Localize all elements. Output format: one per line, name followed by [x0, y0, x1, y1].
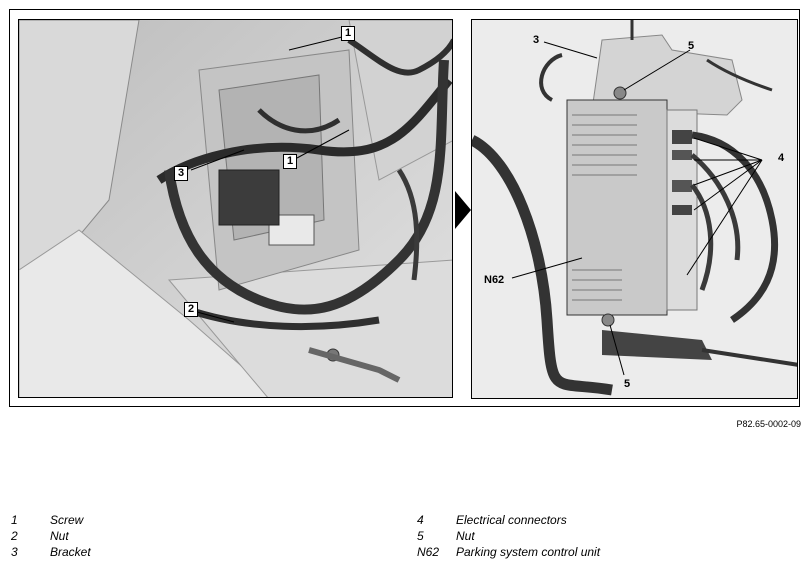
legend-key: 2	[11, 529, 18, 543]
legend-item: 2 Nut	[11, 529, 391, 544]
callout-2: 2	[184, 302, 199, 317]
legend-desc: Bracket	[50, 545, 91, 559]
legend-item: 1 Screw	[11, 513, 391, 528]
legend-item: 4 Electrical connectors	[417, 513, 807, 528]
callout-3: 3	[174, 166, 189, 181]
legend-key: N62	[417, 545, 440, 559]
callout-3-right: 3	[533, 34, 540, 46]
legend-key: 4	[417, 513, 424, 527]
legend-key: 5	[417, 529, 424, 543]
legend-item: 5 Nut	[417, 529, 807, 544]
legend-desc: Nut	[50, 529, 69, 543]
legend-key: 3	[11, 545, 18, 559]
left-photo-illustration	[19, 20, 452, 397]
right-photo-illustration	[472, 20, 797, 398]
callout-5-bottom: 5	[624, 378, 631, 390]
left-photo-panel: 1 1 3 2	[18, 19, 453, 398]
callout-4: 4	[778, 152, 785, 164]
callout-n62: N62	[484, 274, 505, 286]
figure-id: P82.65-0002-09	[736, 419, 801, 429]
arrow-right-icon	[455, 191, 471, 229]
figure-frame	[9, 9, 800, 407]
callout-1-top: 1	[341, 26, 356, 41]
right-photo-panel: 3 5 4 N62 5	[471, 19, 798, 399]
legend-item: 3 Bracket	[11, 545, 391, 560]
legend-desc: Nut	[456, 529, 475, 543]
legend-desc: Parking system control unit	[456, 545, 601, 559]
legend-key: 1	[11, 513, 18, 527]
callout-1-mid: 1	[283, 154, 298, 169]
callout-5-top: 5	[688, 40, 695, 52]
legend-desc: Screw	[50, 513, 84, 527]
legend-desc: Electrical connectors	[456, 513, 567, 527]
legend-item: N62 Parking system control unit	[417, 545, 807, 560]
